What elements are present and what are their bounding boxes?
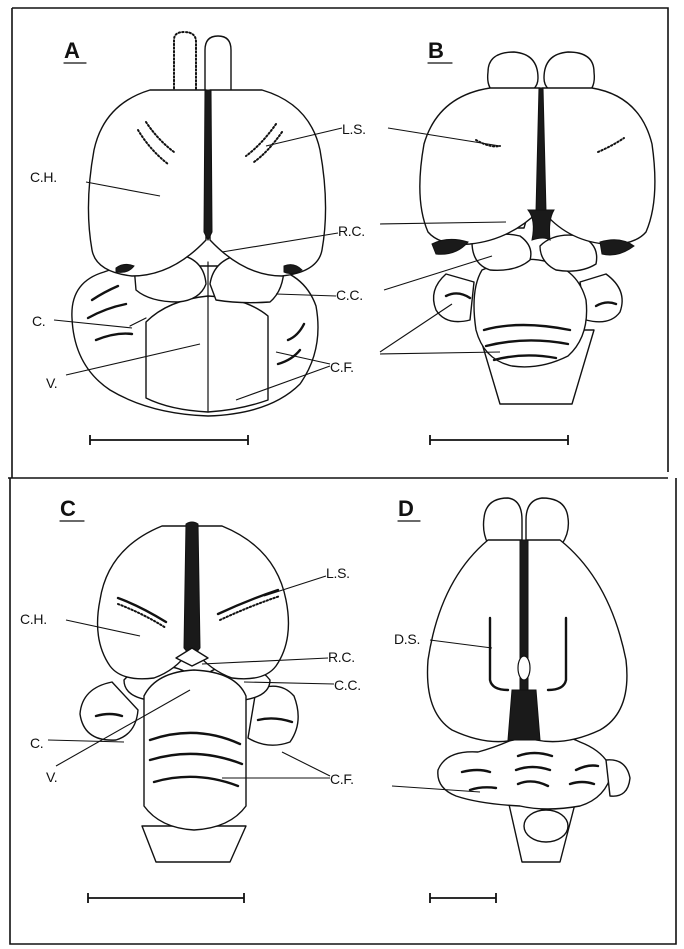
- label-cf-c: C.F.: [330, 771, 354, 787]
- scale-bar-d: [430, 893, 496, 903]
- cerebellum-d: [438, 735, 630, 842]
- pineal-d: [518, 656, 530, 680]
- olfactory-bulbs: [174, 32, 231, 92]
- olfactory-bulbs-d: [484, 498, 569, 544]
- label-ls-c: L.S.: [326, 565, 350, 581]
- label-ch-c: C.H.: [20, 611, 47, 627]
- cerebellum-b: [434, 259, 623, 367]
- label-c-a: C.: [32, 313, 45, 329]
- panel-c-letter: C: [60, 496, 76, 521]
- label-ls-a: L.S.: [342, 121, 366, 137]
- label-v-a: V.: [46, 375, 57, 391]
- panel-d: D: [392, 496, 630, 903]
- label-cf-a: C.F.: [330, 359, 354, 375]
- label-ds-d: D.S.: [394, 631, 420, 647]
- panel-b-letter: B: [428, 38, 444, 63]
- scale-bar-a: [90, 435, 248, 445]
- panel-b: B: [380, 38, 655, 445]
- panel-c: C: [20, 496, 361, 903]
- cerebral-hemispheres-b: [420, 88, 655, 255]
- label-cc-a: C.C.: [336, 287, 363, 303]
- panel-d-letter: D: [398, 496, 414, 521]
- scale-bar-c: [88, 893, 244, 903]
- label-ch-a: C.H.: [30, 169, 57, 185]
- scale-bar-b: [430, 435, 568, 445]
- label-v-c: V.: [46, 769, 57, 785]
- medulla-c: [142, 826, 246, 862]
- cerebral-hemispheres-d: [428, 540, 627, 742]
- cerebral-hemispheres-c: [98, 522, 289, 679]
- label-cc-c: C.C.: [334, 677, 361, 693]
- vermis-c: [144, 670, 246, 830]
- label-rc-c: R.C.: [328, 649, 355, 665]
- label-rc-a: R.C.: [338, 223, 365, 239]
- label-c-c: C.: [30, 735, 43, 751]
- panel-a-letter: A: [64, 38, 80, 63]
- cerebral-hemispheres-a: [88, 90, 325, 276]
- panel-a: A: [30, 32, 366, 445]
